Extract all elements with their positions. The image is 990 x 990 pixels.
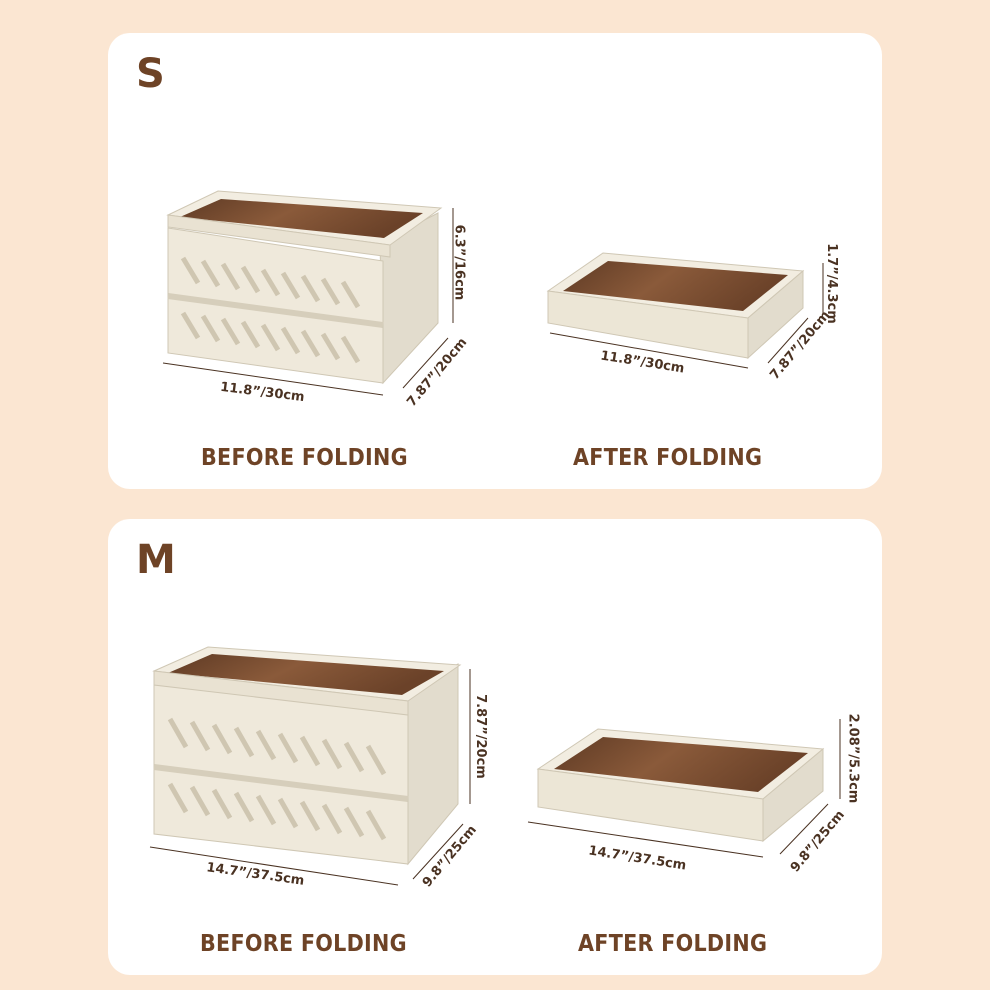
size-m-card: M: [108, 519, 882, 975]
before-folding-caption: BEFORE FOLDING: [201, 445, 408, 471]
after-folding-caption: AFTER FOLDING: [573, 445, 763, 471]
size-s-card: S: [108, 33, 882, 489]
size-label: S: [136, 51, 166, 97]
before-height-dimension: 6.3”/16cm: [451, 224, 467, 301]
size-label: M: [136, 537, 177, 583]
after-folding-caption: AFTER FOLDING: [578, 931, 768, 957]
after-height-dimension: 2.08”/5.3cm: [845, 713, 861, 804]
crate-before-folding-image: [149, 646, 841, 886]
after-height-dimension: 1.7”/4.3cm: [823, 243, 839, 324]
before-height-dimension: 7.87”/20cm: [472, 694, 488, 779]
before-folding-caption: BEFORE FOLDING: [200, 931, 407, 957]
crate-before-folding-image: [162, 190, 824, 396]
